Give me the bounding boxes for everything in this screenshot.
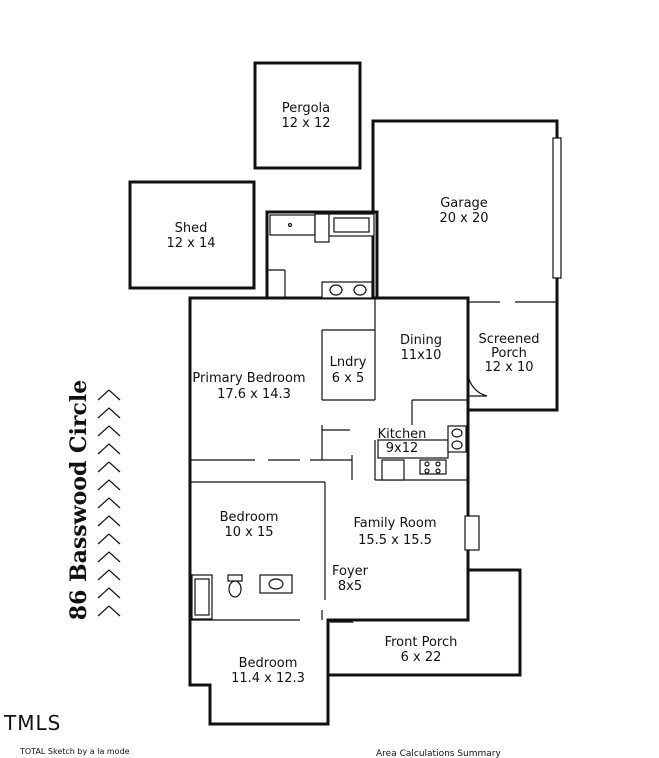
house-outline: [188, 296, 470, 726]
kitchen-label: Kitchen: [378, 427, 427, 442]
sketch-credit: TOTAL Sketch by a la mode: [19, 747, 130, 756]
bedroom-1-dim: 10 x 15: [224, 525, 273, 540]
address-label: 86 Basswood Circle: [66, 380, 92, 620]
pergola-label: Pergola: [282, 101, 330, 116]
fireplace: [464, 515, 480, 551]
garage-dim: 20 x 20: [439, 211, 488, 226]
primary-bedroom-dim: 17.6 x 14.3: [217, 387, 291, 402]
kitchen-dim: 9x12: [386, 441, 419, 456]
pergola-outline: [253, 61, 362, 170]
foyer-door-swing: [329, 618, 355, 623]
tmls-logo: TMLS: [3, 711, 61, 735]
family-room-label: Family Room: [354, 516, 437, 531]
kitchen-fixtures: [377, 425, 467, 481]
bedroom-2-dim: 11.4 x 12.3: [231, 671, 305, 686]
bedroom-2-label: Bedroom: [239, 656, 298, 671]
area-summary-heading: Area Calculations Summary: [376, 749, 501, 758]
rear-bath-fixtures: [269, 213, 375, 299]
dining-label: Dining: [400, 333, 442, 348]
rear-bath-outline: [265, 210, 379, 298]
garage-label: Garage: [440, 196, 488, 211]
chevron-markers: [97, 389, 121, 617]
screened-porch-label: Screened: [479, 332, 540, 347]
garage-door: [552, 137, 562, 279]
front-porch-outline: [328, 568, 522, 677]
dining-door-swing: [467, 371, 488, 397]
shed-label: Shed: [175, 221, 208, 236]
laundry-label: Lndry: [330, 355, 367, 370]
primary-bedroom-label: Primary Bedroom: [192, 371, 305, 386]
laundry-dim: 6 x 5: [332, 371, 365, 386]
front-porch-dim: 6 x 22: [401, 650, 442, 665]
screened-porch-dim: 12 x 10: [484, 360, 533, 375]
shed-dim: 12 x 14: [166, 236, 215, 251]
family-room-dim: 15.5 x 15.5: [358, 533, 432, 548]
front-porch-label: Front Porch: [385, 635, 458, 650]
dining-dim: 11x10: [401, 348, 442, 363]
screened-porch-label-2: Porch: [491, 346, 527, 361]
pergola-dim: 12 x 12: [281, 116, 330, 131]
foyer-dim: 8x5: [338, 579, 362, 594]
foyer-label: Foyer: [332, 564, 369, 579]
bedroom-1-label: Bedroom: [220, 510, 279, 525]
shed-outline: [128, 180, 256, 290]
front-bath-fixtures: [191, 574, 293, 620]
